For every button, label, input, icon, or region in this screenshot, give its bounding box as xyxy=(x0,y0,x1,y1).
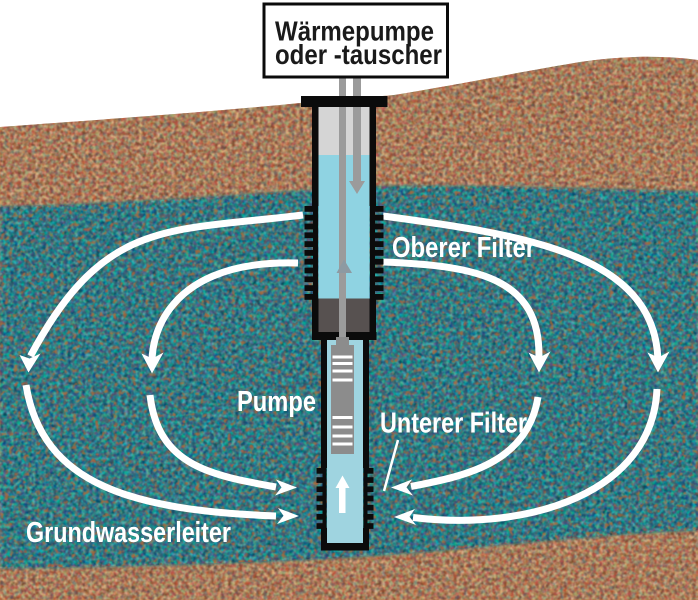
svg-text:Pumpe: Pumpe xyxy=(237,386,316,418)
svg-text:oder -tauscher: oder -tauscher xyxy=(275,39,442,70)
svg-text:Grundwasserleiter: Grundwasserleiter xyxy=(26,517,231,549)
svg-text:Wärmepumpe: Wärmepumpe xyxy=(275,16,434,47)
svg-text:Oberer Filter: Oberer Filter xyxy=(392,232,535,264)
svg-text:Unterer Filter: Unterer Filter xyxy=(380,408,527,440)
